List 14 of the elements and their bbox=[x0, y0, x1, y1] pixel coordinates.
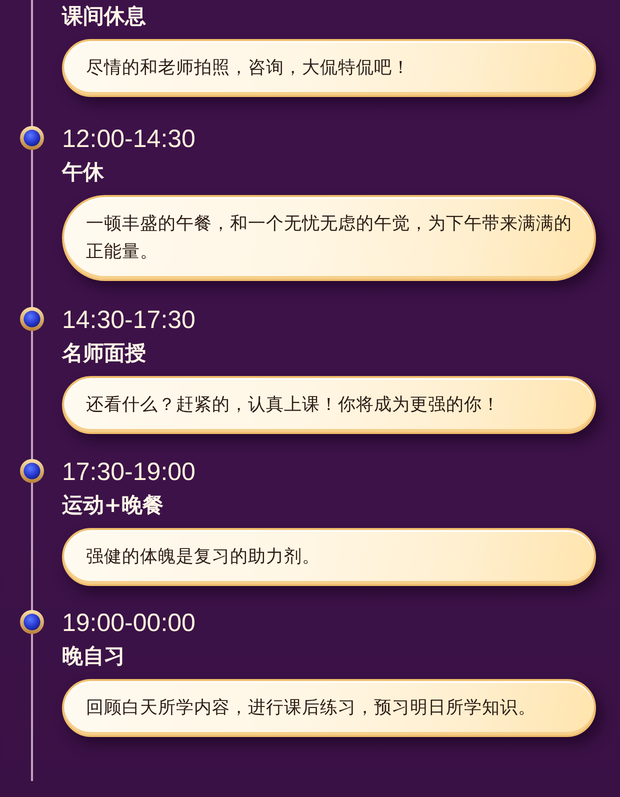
time-range: 19:00-00:00 bbox=[62, 608, 196, 638]
session-description: 尽情的和老师拍照，咨询，大侃特侃吧！ bbox=[86, 57, 410, 80]
session-title: 午休 bbox=[62, 159, 104, 186]
session-title: 运动+晚餐 bbox=[62, 492, 164, 519]
session-title: 课间休息 bbox=[62, 3, 146, 30]
time-range: 14:30-17:30 bbox=[62, 305, 196, 335]
session-description: 回顾白天所学内容，进行课后练习，预习明日所学知识。 bbox=[86, 697, 536, 720]
time-range: 17:30-19:00 bbox=[62, 457, 196, 487]
session-description: 强健的体魄是复习的助力剂。 bbox=[86, 546, 320, 569]
time-range: 12:00-14:30 bbox=[62, 124, 196, 154]
session-title: 名师面授 bbox=[62, 340, 146, 367]
session-title: 晚自习 bbox=[62, 643, 125, 670]
session-description: 一顿丰盛的午餐，和一个无忧无虑的午觉，为下午带来满满的正能量。 bbox=[86, 213, 573, 264]
session-description: 还看什么？赶紧的，认真上课！你将成为更强的你！ bbox=[86, 394, 500, 417]
